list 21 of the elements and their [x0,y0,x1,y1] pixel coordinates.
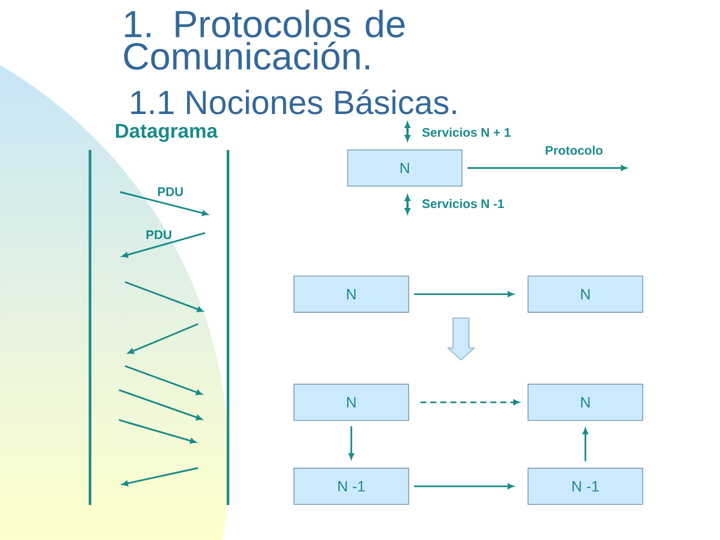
arrow-label: PDU [146,230,172,240]
layer-box: N -1 [294,468,410,505]
layer-box: N [528,384,644,421]
subheading: 1.1 Nociones Básicas. [131,89,456,114]
service-label: Servicios N -1 [422,198,504,208]
edge-label: Protocolo [544,144,604,156]
arrow [414,484,514,490]
layer-box: N [294,384,410,421]
arrow [414,291,514,297]
layer-box: N [347,149,462,187]
heading: Datagrama [116,124,218,142]
arrow-label: PDU [158,187,183,196]
layer-box: N -1 [528,468,644,505]
layer-box: N [294,276,410,313]
arrow [582,428,588,462]
title: 1. Protocolos de Comunicación. [124,10,405,70]
arrow [348,426,354,460]
arrow [467,165,627,171]
arrow [420,400,520,406]
layer-box: N [528,276,644,313]
service-label: Servicios N + 1 [422,128,510,137]
